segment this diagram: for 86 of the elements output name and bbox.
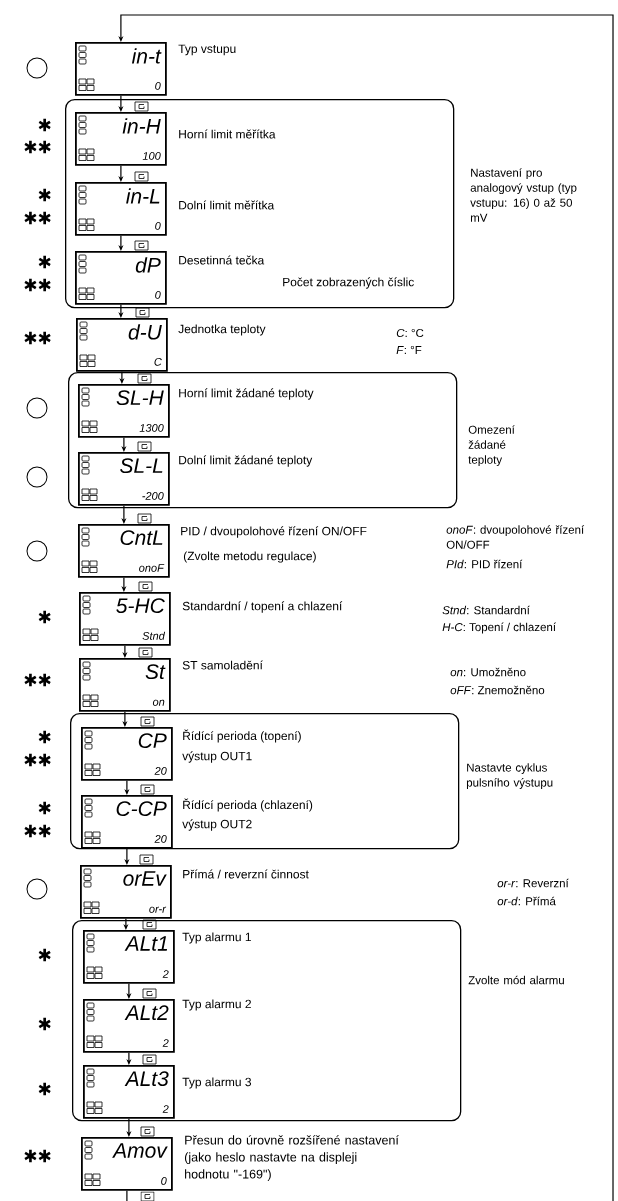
asterisk-mark: ✱✱ (24, 673, 51, 687)
asterisk-mark: ✱ (38, 730, 51, 744)
description-text: (Zvolte metodu regulace) (183, 551, 316, 563)
description-text: ST samoladění (182, 660, 263, 670)
note-text: H-C: Topení / chlazení (442, 622, 556, 634)
description-text: Typ vstupu (178, 44, 236, 56)
description-text: Typ alarmu 1 (182, 932, 251, 944)
display-value: C (154, 358, 162, 366)
description-text: Typ alarmu 3 (182, 1077, 252, 1089)
asterisk-mark: ✱ (38, 1017, 51, 1031)
display-value: Stnd (142, 631, 166, 640)
note-text: or-d: Přímá (497, 896, 556, 906)
group-heading: Zvolte mód alarmu (468, 975, 564, 985)
note-text: on: Umožněno (450, 667, 526, 677)
asterisk-mark: ✱ (38, 1082, 51, 1096)
display-value: on (152, 699, 165, 706)
display-value: 0 (161, 1177, 167, 1185)
display-value: or-r (149, 906, 167, 913)
note-text: oFF: Znemožněno (450, 685, 545, 695)
note-text: PId: PID řízení (446, 559, 523, 569)
display-code: in-L (126, 188, 160, 204)
display-value: 0 (155, 222, 161, 230)
asterisk-mark: ✱ (38, 188, 51, 202)
note-text: F: °F (396, 346, 422, 354)
display-value: 20 (154, 835, 167, 843)
display-value: 2 (162, 1039, 169, 1047)
description-text: Dolní limit měřítka (179, 200, 275, 210)
asterisk-mark: ✱✱ (24, 278, 51, 292)
note-text: C: °C (396, 328, 424, 338)
asterisk-mark: ✱✱ (24, 824, 51, 838)
description-text: Řídící perioda (topení) (183, 729, 301, 743)
display-value: 0 (155, 291, 161, 299)
description-text: Typ alarmu 2 (182, 999, 251, 1011)
asterisk-mark: ✱✱ (24, 211, 51, 225)
asterisk-mark: ✱ (38, 255, 51, 269)
display-code: CP (138, 733, 167, 749)
display-value: 2 (162, 970, 169, 978)
asterisk-mark: ✱ (38, 610, 51, 624)
description-text: Přesun do úrovně rozšířené nastavení (jako heslo nastavte na displeji hodnotu "-169") (184, 1135, 399, 1181)
display-value: -200 (142, 492, 164, 500)
display-code: ALt1 (124, 936, 168, 951)
display-code: 5-HC (116, 598, 165, 614)
asterisk-mark: ✱✱ (24, 331, 51, 345)
description-text: PID / dvoupolohové řízení ON/OFF (181, 526, 367, 538)
note-text: onoF: dvoupolohové řízení ON/OFF (446, 525, 585, 549)
group-heading: Nastavte cyklus pulsního výstupu (466, 763, 553, 789)
asterisk-mark: ✱ (38, 948, 51, 962)
display-value: 100 (142, 152, 161, 160)
description-text: Dolní limit žádané teploty (179, 455, 313, 467)
asterisk-mark: ✱✱ (24, 753, 51, 767)
group-heading: Nastavení pro analogový vstup (typ vstupu: 16) 0 až 50 mV (470, 168, 577, 222)
display-code: in-t (132, 48, 162, 64)
display-code: St (145, 664, 166, 680)
display-code: ALt3 (124, 1071, 169, 1087)
description-text: Přímá / reverzní činnost (183, 869, 309, 879)
asterisk-mark: ✱ (38, 118, 51, 132)
display-code: orEv (123, 871, 167, 886)
display-value: 2 (162, 1105, 169, 1113)
description-text: Řídící perioda (chlazení) (183, 798, 313, 812)
asterisk-mark: ✱ (38, 801, 51, 815)
display-code: Amov (112, 1143, 168, 1158)
note-text: or-r: Reverzní (497, 878, 569, 888)
description-text: výstup OUT2 (182, 819, 252, 831)
display-code: SL-H (116, 390, 164, 406)
display-code: in-H (122, 118, 161, 134)
display-code: C-CP (116, 801, 167, 817)
display-code: CntL (120, 530, 163, 546)
description-text: Standardní / topení a chlazení (182, 601, 343, 613)
display-value: onoF (139, 564, 165, 572)
display-code: dP (135, 257, 161, 273)
description-text: Počet zobrazených číslic (283, 277, 414, 289)
group-heading: Omezení žádané teploty (468, 425, 515, 467)
display-value: 1300 (139, 424, 164, 432)
description-text: Horní limit žádané teploty (179, 388, 314, 400)
display-code: SL-L (120, 458, 163, 474)
description-text: Horní limit měřítka (179, 129, 276, 139)
asterisk-mark: ✱✱ (24, 1149, 51, 1163)
description-text: výstup OUT1 (182, 751, 252, 763)
display-value: 20 (154, 767, 167, 775)
description-text: Desetinná tečka (179, 255, 265, 265)
asterisk-mark: ✱✱ (24, 140, 51, 154)
description-text: Jednotka teploty (178, 324, 266, 336)
display-code: d-U (128, 324, 162, 340)
note-text: Stnd: Standardní (442, 605, 530, 615)
display-code: ALt2 (124, 1005, 169, 1021)
display-value: 0 (155, 82, 161, 90)
